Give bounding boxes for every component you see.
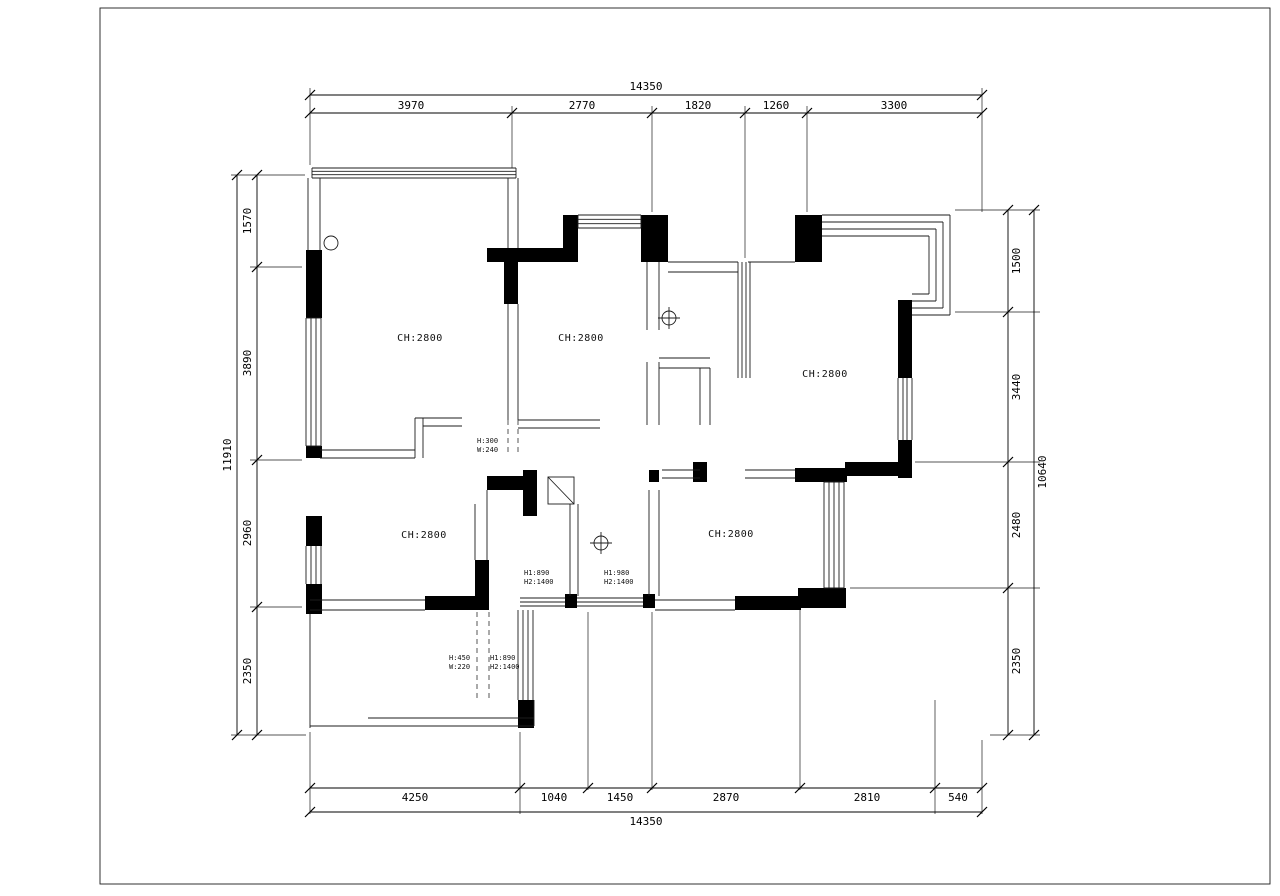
dim-right-seg: 3440 — [1010, 374, 1023, 401]
dim-chain-bottom: 4250 1040 1450 2870 2810 540 14350 — [304, 782, 988, 828]
dim-bottom-overall: 14350 — [629, 815, 662, 828]
opening-note: H2:1400 — [604, 578, 634, 586]
window-bands — [305, 167, 951, 700]
walls-thin — [307, 178, 795, 728]
opening-note: W:240 — [477, 446, 498, 454]
dim-top-seg: 3300 — [881, 99, 908, 112]
opening-note: H2:1400 — [524, 578, 554, 586]
dim-right-seg: 2350 — [1010, 648, 1023, 675]
dim-bottom-seg: 2810 — [854, 791, 881, 804]
dim-bottom-seg: 1040 — [541, 791, 568, 804]
dim-right-seg: 1500 — [1010, 248, 1023, 275]
dim-bottom-seg: 1450 — [607, 791, 634, 804]
room-label-bottom-right: CH:2800 — [708, 529, 754, 540]
extension-lines — [231, 88, 1040, 814]
dim-right-overall: 10640 — [1036, 455, 1049, 488]
dim-bottom-seg: 540 — [948, 791, 968, 804]
opening-note: H1:890 — [490, 654, 515, 662]
sheet-border-frame — [99, 7, 1271, 885]
dim-top-seg: 1820 — [685, 99, 712, 112]
opening-notes: H:300 W:240 H1:890 H2:1400 H1:980 H2:140… — [449, 437, 634, 671]
drain-symbol — [658, 307, 680, 329]
room-label-top-middle: CH:2800 — [558, 333, 604, 344]
opening-note: H2:1400 — [490, 663, 520, 671]
dim-top-seg: 1260 — [763, 99, 790, 112]
opening-note: H:300 — [477, 437, 498, 445]
opening-note: H1:890 — [524, 569, 549, 577]
dim-left-seg: 2350 — [241, 658, 254, 685]
dim-left-seg: 1570 — [241, 208, 254, 235]
dim-left-seg: 3890 — [241, 350, 254, 377]
dim-bottom-seg: 2870 — [713, 791, 740, 804]
opening-note: H:450 — [449, 654, 470, 662]
dim-left-seg: 2960 — [241, 520, 254, 547]
dim-bottom-seg: 4250 — [402, 791, 429, 804]
dim-top-seg: 2770 — [569, 99, 596, 112]
opening-note: H1:980 — [604, 569, 629, 577]
dim-top-seg: 3970 — [398, 99, 425, 112]
dim-chain-left: 11910 1570 3890 2960 2350 — [221, 169, 263, 741]
room-labels: CH:2800 CH:2800 CH:2800 CH:2800 CH:2800 — [397, 333, 848, 541]
dashed-openings — [476, 420, 519, 700]
dim-chain-top: 14350 3970 2770 1820 1260 3300 — [304, 80, 988, 119]
plan-symbols — [323, 235, 680, 554]
drain-symbol — [590, 532, 612, 554]
circle-symbol — [323, 235, 339, 251]
dim-left-overall: 11910 — [221, 438, 234, 471]
dim-right-seg: 2480 — [1010, 512, 1023, 539]
opening-note: W:220 — [449, 663, 470, 671]
dim-top-overall: 14350 — [629, 80, 662, 93]
walls-solid — [306, 215, 912, 728]
dim-chain-right: 1500 3440 2480 2350 10640 — [1002, 204, 1049, 741]
room-label-top-left: CH:2800 — [397, 333, 443, 344]
room-label-bottom-left: CH:2800 — [401, 530, 447, 541]
room-label-top-right: CH:2800 — [802, 369, 848, 380]
